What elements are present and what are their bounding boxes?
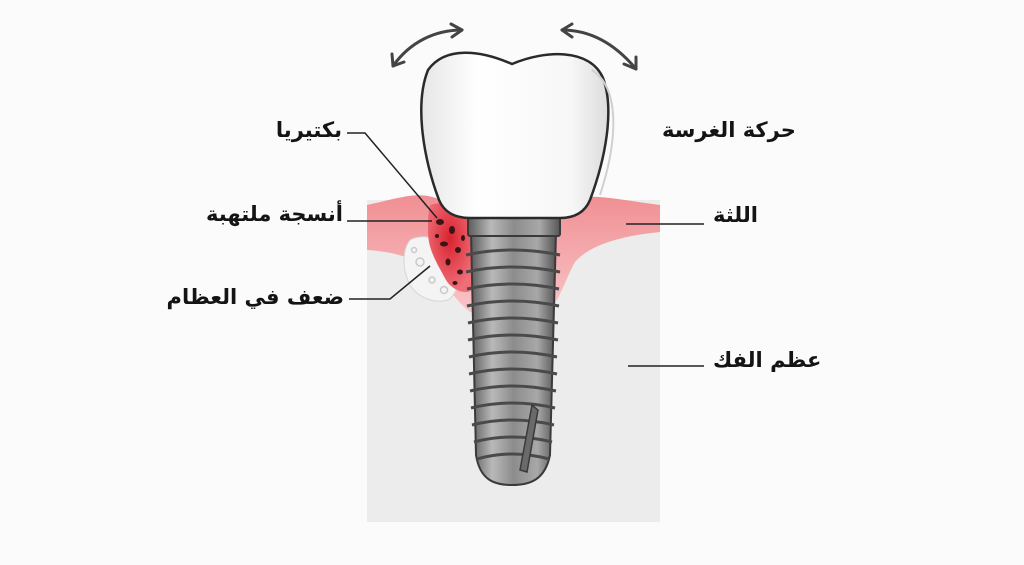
bone-weakness-leader — [349, 265, 431, 300]
bacteria-cluster — [435, 219, 465, 285]
label-bacteria: بكتيريا — [275, 118, 342, 142]
curved-double-arrow-icon — [560, 22, 638, 71]
label-implant-movement: حركة الغرسة — [662, 118, 796, 142]
label-bone-weakness: ضعف في العظام — [166, 285, 344, 309]
label-gum: اللثة — [713, 203, 758, 227]
implant-crown — [420, 51, 610, 220]
label-inflamed-tissue: أنسجة ملتهبة — [206, 202, 343, 226]
label-jaw-bone: عظم الفك — [713, 348, 822, 372]
implant-screw — [465, 231, 561, 487]
bacteria-leader — [347, 132, 438, 219]
curved-double-arrow-icon — [390, 22, 464, 68]
